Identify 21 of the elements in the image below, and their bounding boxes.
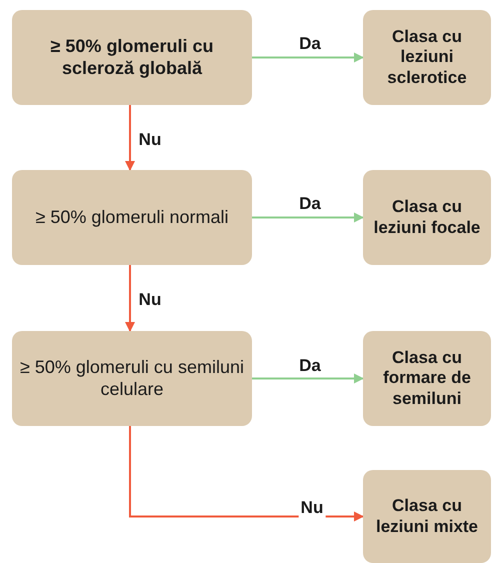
process-box — [12, 10, 252, 105]
process-box — [12, 170, 252, 265]
box-text: Clasa cu leziuni sclerotice — [386, 26, 468, 88]
process-box — [363, 470, 491, 563]
box-text: Clasa cu leziuni mixte — [374, 496, 480, 537]
process-box — [363, 10, 491, 105]
arrow — [252, 212, 364, 222]
box-text: ≥ 50% glomeruli cu scleroză globală — [50, 36, 214, 80]
process-box — [363, 170, 491, 265]
box-text: Clasa cu formare de semiluni — [382, 348, 472, 410]
box-text: ≥ 50% glomeruli normali — [36, 206, 228, 228]
arrow — [129, 426, 364, 522]
process-box — [12, 331, 252, 426]
arrow — [125, 105, 135, 171]
box-text: Clasa cu leziuni focale — [372, 197, 482, 238]
arrow — [125, 265, 135, 332]
box-text: ≥ 50% glomeruli cu semiluni celulare — [20, 356, 244, 400]
arrow — [252, 52, 364, 62]
process-box — [363, 331, 491, 426]
arrow — [252, 374, 364, 384]
edge-label: Nu — [298, 498, 326, 518]
